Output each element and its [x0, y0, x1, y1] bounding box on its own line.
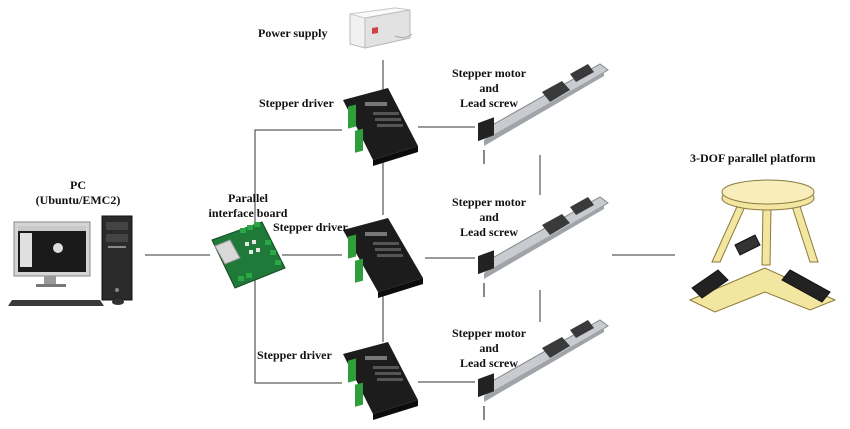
label-motor-bottom: Stepper motor and Lead screw: [451, 326, 527, 370]
label-stepper-driver-bottom: Stepper driver: [257, 348, 332, 362]
wire-board-driver-top: [254, 129, 342, 233]
label-motor-middle: Stepper motor and Lead screw: [451, 195, 527, 239]
linear-actuator-top-image: [478, 63, 609, 164]
stepper-driver-top-image: [343, 88, 418, 166]
label-motor-top: Stepper motor and Lead screw: [451, 66, 527, 110]
connection-wires: [145, 60, 675, 384]
linear-actuator-middle-image: [478, 196, 609, 297]
stepper-driver-middle-image: [343, 218, 423, 298]
label-stepper-driver-top: Stepper driver: [259, 96, 334, 110]
stepper-driver-bottom-image: [343, 342, 418, 420]
parallel-platform-image: [688, 179, 837, 313]
linear-actuator-bottom-image: [478, 319, 609, 420]
power-supply-image: [349, 7, 413, 49]
label-interface-board: Parallel interface board: [208, 191, 288, 220]
pc-image: [8, 215, 133, 306]
label-stepper-driver-middle: Stepper driver: [273, 220, 348, 234]
wire-board-driver-bottom: [254, 278, 342, 384]
label-platform: 3-DOF parallel platform: [690, 151, 816, 165]
label-power-supply: Power supply: [258, 26, 328, 40]
label-pc: PC (Ubuntu/EMC2): [35, 178, 121, 207]
parallel-interface-board-image: [211, 221, 286, 289]
